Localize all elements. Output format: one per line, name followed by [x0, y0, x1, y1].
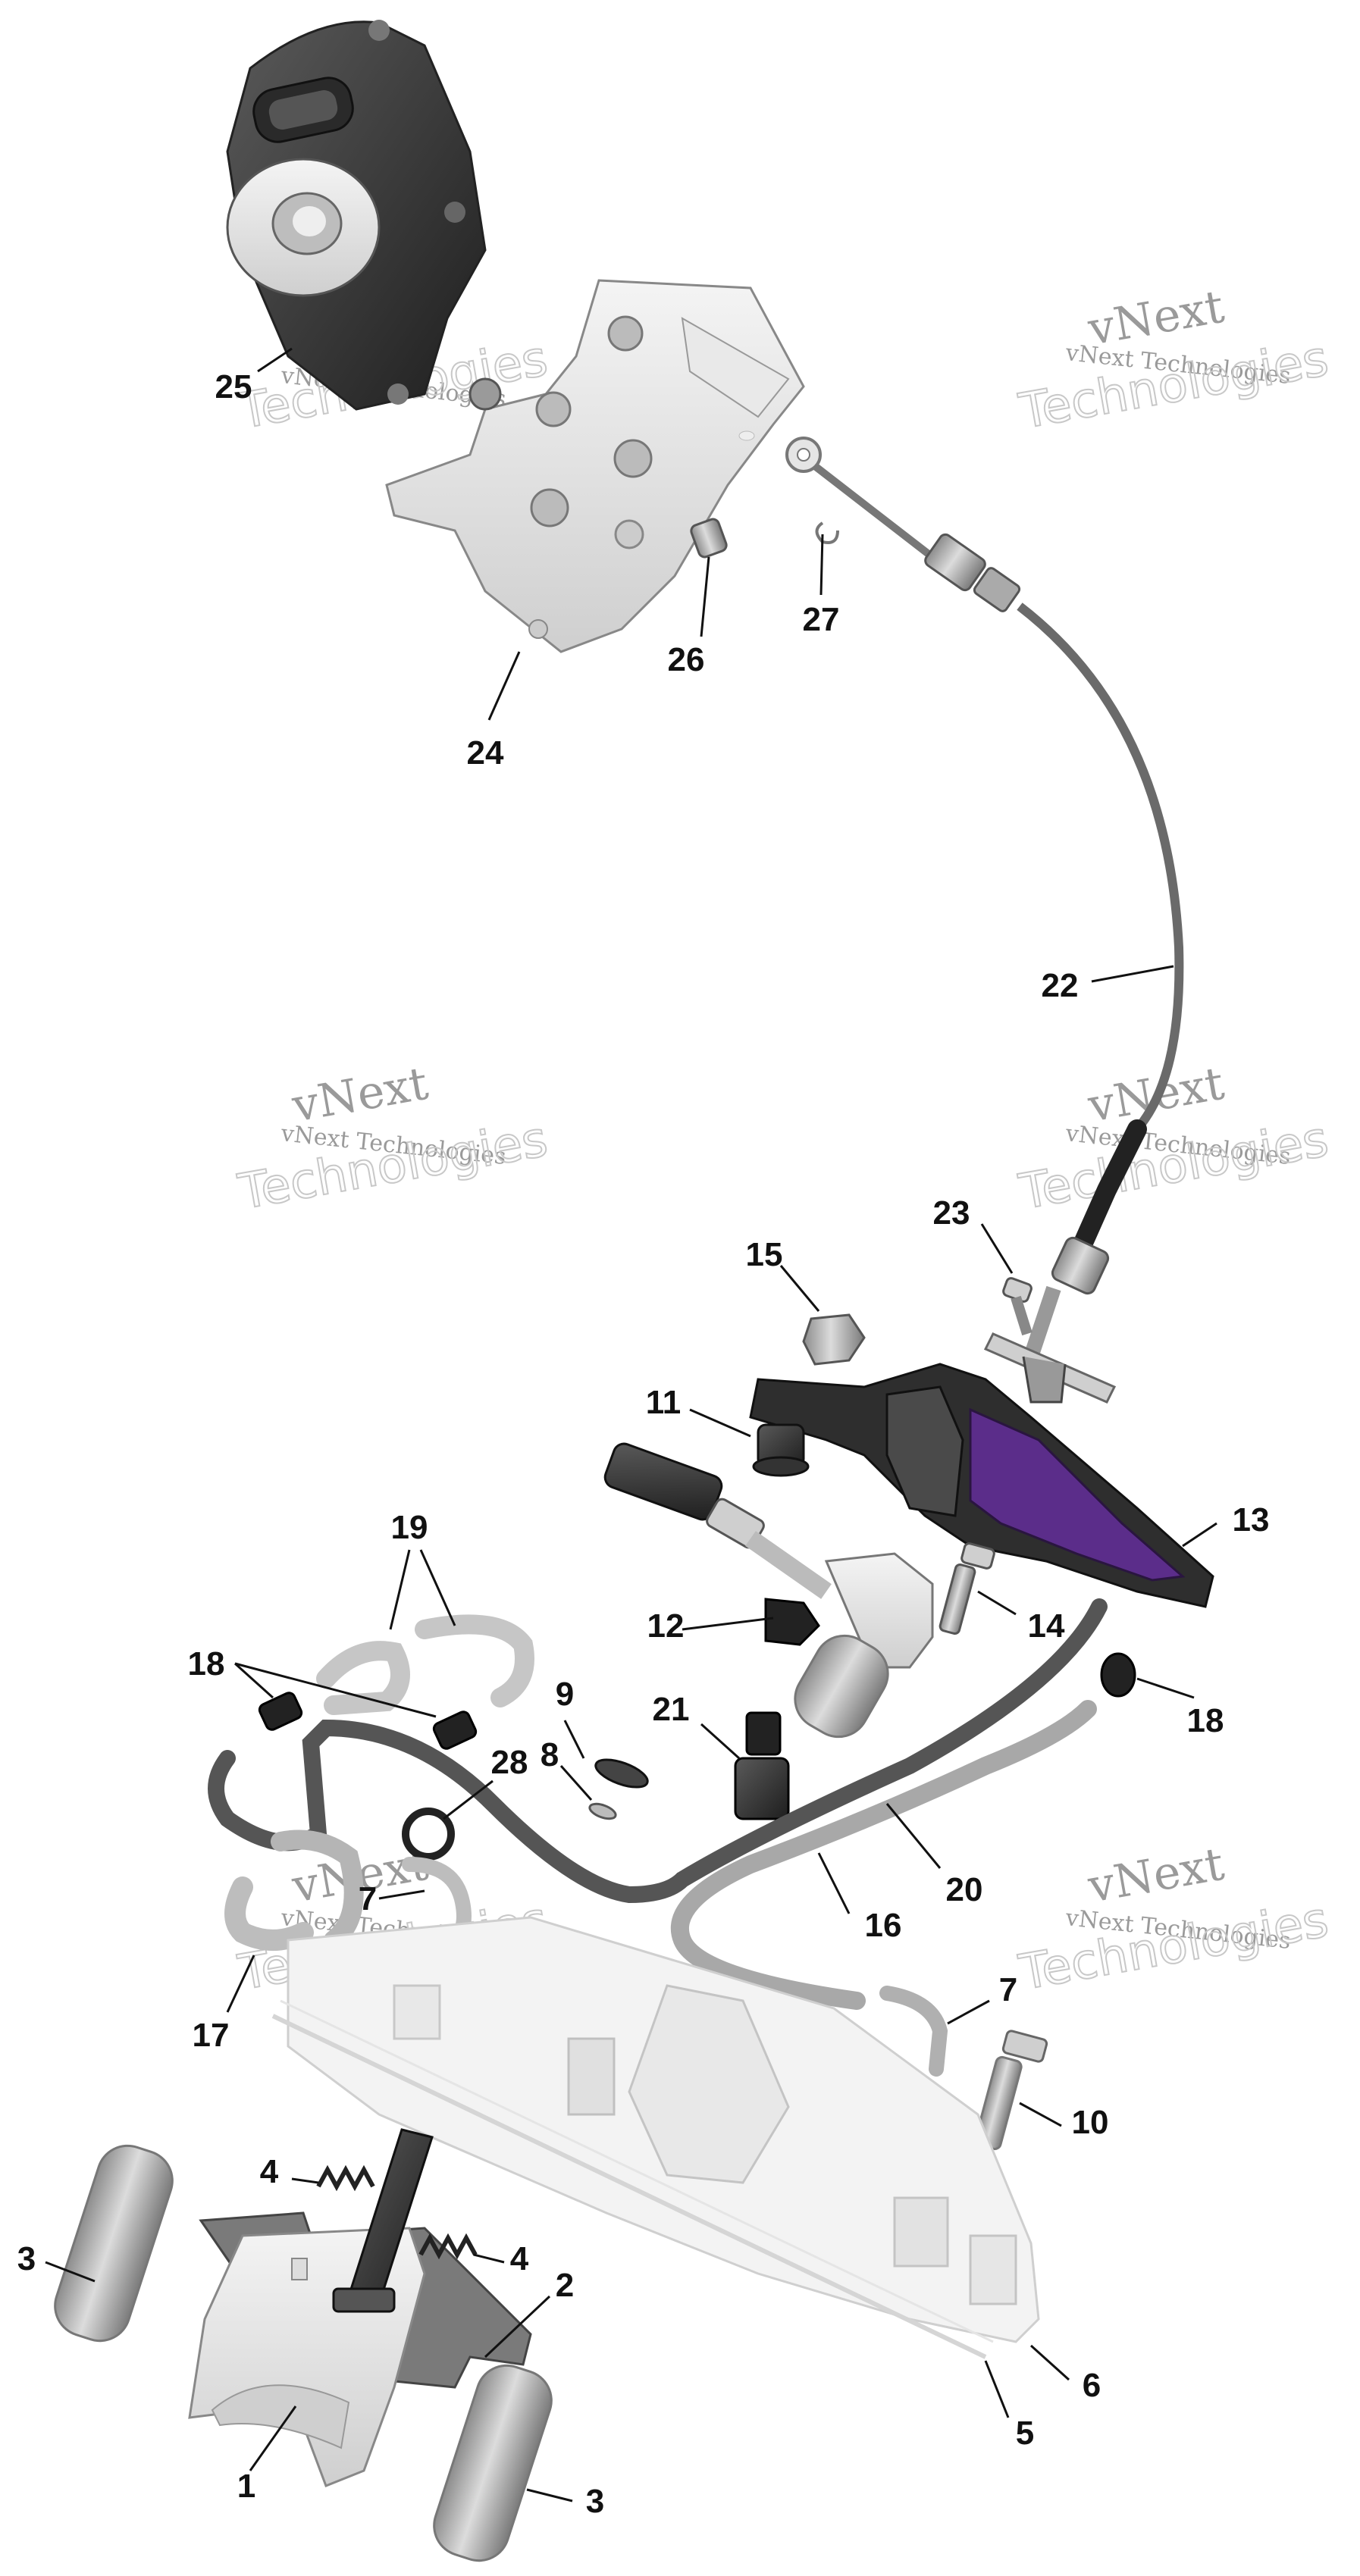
callout-labels: 25 24 26 27 22 23 15 11 13 14 12 18 19 1… — [17, 368, 1270, 2520]
watermark-low-right: vNext vNext Technologies Technologies — [1014, 1838, 1333, 2002]
callout-28: 28 — [491, 1744, 528, 1781]
callout-1: 1 — [237, 2468, 255, 2505]
part-7-connector — [879, 1986, 948, 2077]
part-22-cable — [785, 437, 1184, 1360]
part-28-ring — [402, 1808, 455, 1861]
callout-5: 5 — [1016, 2415, 1034, 2452]
callout-3: 3 — [586, 2483, 604, 2520]
part-5-plate — [271, 1999, 994, 2359]
callout-10: 10 — [1072, 2104, 1109, 2141]
watermark-big: Technologies — [1015, 1892, 1333, 2001]
part-14-bolt — [939, 1542, 995, 1635]
part-3-roller — [54, 2144, 553, 2562]
callout-16: 16 — [865, 1907, 902, 1944]
callout-18: 18 — [188, 1645, 225, 1682]
part-1-shaft — [332, 2128, 434, 2313]
watermark-mid-right: vNext vNext Technologies Technologies — [1014, 1057, 1333, 1222]
callout-22: 22 — [1042, 967, 1079, 1004]
part-24-bracket — [385, 279, 805, 653]
callout-8: 8 — [541, 1736, 559, 1773]
part-15-nut — [802, 1313, 866, 1366]
callout-13: 13 — [1233, 1501, 1270, 1538]
callout-19: 19 — [391, 1509, 428, 1546]
part-19-elbows — [316, 1614, 534, 1715]
part-25-actuator — [226, 20, 487, 411]
part-9-washer — [594, 1758, 649, 1789]
watermark-big: Technologies — [1015, 1111, 1333, 1220]
part-27-clip — [815, 521, 839, 544]
callout-20: 20 — [946, 1871, 983, 1908]
callout-18: 18 — [1187, 1702, 1224, 1739]
callout-2: 2 — [556, 2267, 574, 2304]
part-11-cap — [752, 1423, 810, 1477]
callout-11: 11 — [646, 1384, 682, 1421]
watermark-big: Technologies — [1015, 330, 1333, 440]
callout-25: 25 — [215, 368, 252, 405]
part-10-bolt — [974, 2030, 1048, 2151]
part-6-housing — [287, 1916, 1040, 2343]
callout-17: 17 — [193, 2017, 230, 2054]
watermark-brand: vNext — [1083, 1838, 1227, 1914]
part-26-nut — [690, 518, 728, 559]
part-12-sensor — [603, 1442, 934, 1739]
callout-4: 4 — [260, 2153, 279, 2190]
part-23-bolt — [983, 1277, 1117, 1404]
part-21-plug — [734, 1711, 790, 1820]
callout-6: 6 — [1083, 2367, 1101, 2404]
part-18-connector-left — [258, 1692, 478, 1750]
callout-21: 21 — [653, 1691, 690, 1728]
callout-23: 23 — [933, 1194, 970, 1232]
callout-26: 26 — [668, 641, 705, 678]
part-17-elbow — [224, 1876, 314, 1951]
callout-9: 9 — [556, 1676, 574, 1713]
callout-12: 12 — [647, 1607, 685, 1645]
part-18-grommet-right — [1100, 1652, 1136, 1698]
callout-7: 7 — [999, 1971, 1017, 2008]
callout-4: 4 — [510, 2240, 529, 2277]
callout-24: 24 — [467, 734, 504, 772]
part-8-washer — [588, 1802, 617, 1820]
part-13-lever — [749, 1363, 1214, 1608]
part-4-spring — [316, 2164, 478, 2260]
callout-27: 27 — [803, 601, 840, 638]
callout-7: 7 — [359, 1880, 377, 1917]
watermark-top-right: vNext vNext Technologies Technologies — [1014, 280, 1333, 441]
watermark-mid-left: vNext vNext Technologies Technologies — [233, 1057, 553, 1222]
callout-14: 14 — [1028, 1607, 1065, 1645]
watermark-brand: vNext — [287, 1057, 431, 1133]
callout-15: 15 — [746, 1236, 783, 1273]
leader-lines — [45, 347, 1217, 2502]
callout-3: 3 — [17, 2240, 36, 2277]
